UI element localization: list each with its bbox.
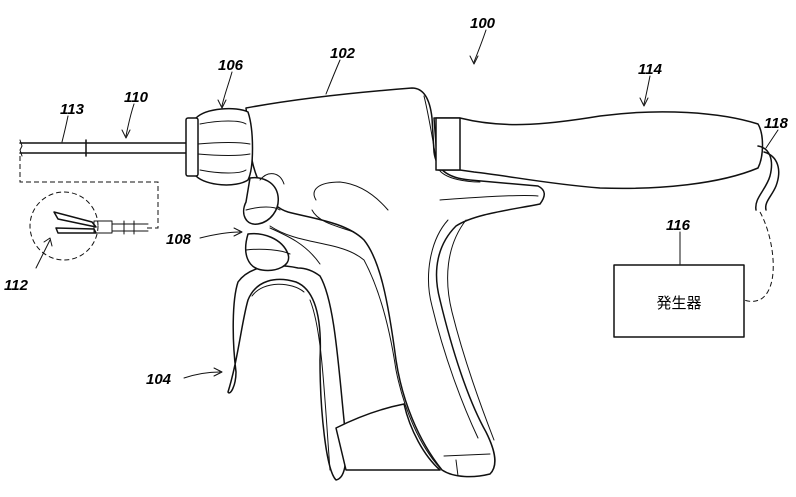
shaft — [20, 140, 190, 156]
label-108: 108 — [166, 231, 192, 248]
label-118: 118 — [764, 115, 789, 132]
label-113: 113 — [60, 101, 85, 118]
label-100: 100 — [470, 15, 496, 32]
label-112: 112 — [4, 277, 29, 294]
label-104: 104 — [146, 371, 172, 388]
generator-box: 発生器 — [614, 265, 744, 337]
rotation-knob — [186, 109, 253, 185]
end-effector-leader — [20, 156, 158, 228]
label-102: 102 — [330, 45, 356, 62]
label-116: 116 — [666, 217, 691, 234]
end-effector-detail — [30, 192, 148, 260]
label-106: 106 — [218, 57, 244, 74]
label-110: 110 — [124, 89, 149, 106]
generator-box-label: 発生器 — [656, 294, 701, 312]
grip — [434, 112, 763, 189]
handle — [228, 266, 346, 480]
label-114: 114 — [638, 61, 663, 78]
